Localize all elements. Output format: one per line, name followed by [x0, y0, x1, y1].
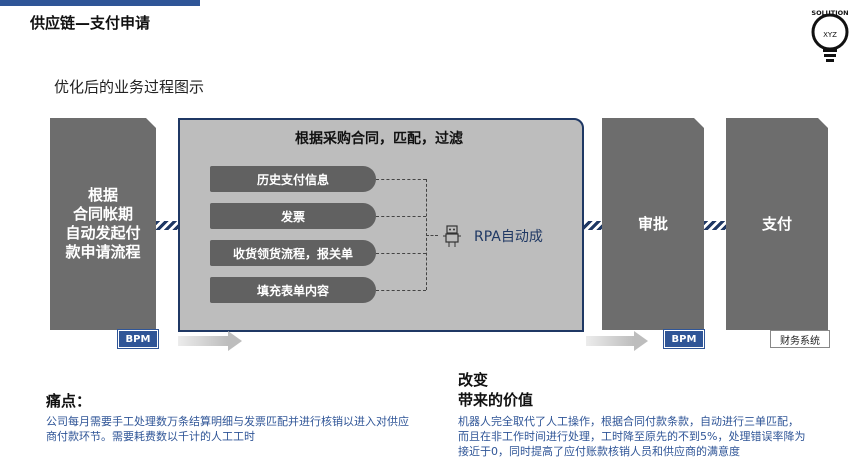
data-item-fill-form: 填充表单内容 [210, 277, 376, 303]
value-title-line: 带来的价值 [458, 391, 534, 409]
dashed-connector [376, 290, 426, 291]
finance-system-tag: 财务系统 [770, 330, 830, 348]
diagram-subtitle: 优化后的业务过程图示 [54, 78, 205, 96]
svg-text:SOLUTION: SOLUTION [811, 9, 848, 17]
value-title-line: 改变 [458, 371, 489, 389]
auto-payment-request-panel: 根据 合同帐期 自动发起付 款申请流程 [50, 118, 156, 330]
approval-label: 审批 [637, 214, 668, 233]
value-title: 改变 带来的价值 [458, 370, 533, 410]
connector-hatch [704, 221, 726, 230]
payment-panel: 支付 [726, 118, 828, 330]
data-item-payment-history: 历史支付信息 [210, 166, 376, 192]
connector-hatch [156, 221, 178, 230]
dashed-connector [426, 179, 427, 290]
flow-arrow-head [228, 331, 242, 351]
bpm-tag: BPM [664, 330, 704, 348]
robot-icon [440, 224, 464, 248]
title-accent-bar [0, 0, 200, 6]
flow-arrow-body [178, 336, 228, 346]
dashed-connector [376, 253, 426, 254]
panel-line: 合同帐期 [72, 205, 133, 223]
panel-line: 根据 [87, 186, 118, 204]
dashed-connector [376, 216, 426, 217]
bpm-tag: BPM [118, 330, 158, 348]
corner-fold [694, 118, 704, 128]
data-item-receipt-customs: 收货领货流程，报关单 [210, 240, 376, 266]
svg-text:XYZ: XYZ [823, 31, 837, 39]
corner-fold [818, 118, 828, 128]
connector-hatch [580, 221, 602, 230]
page-title: 供应链—支付申请 [30, 14, 151, 32]
data-item-invoice: 发票 [210, 203, 376, 229]
payment-label: 支付 [761, 214, 792, 233]
solution-bulb-logo: XYZ SOLUTION [806, 6, 854, 66]
value-text: 机器人完全取代了人工操作，根据合同付款条款，自动进行三单匹配，而且在非工作时间进… [458, 415, 806, 458]
approval-panel: 审批 [602, 118, 704, 330]
rpa-automation-label: RPA自动成 [474, 229, 543, 245]
corner-fold [146, 118, 156, 128]
panel-line: 自动发起付 [65, 224, 141, 242]
dashed-connector [376, 179, 426, 180]
flow-arrow-head [634, 331, 648, 351]
pain-point-title: 痛点： [46, 392, 92, 410]
dashed-connector [426, 235, 438, 236]
panel-line: 款申请流程 [65, 243, 141, 261]
center-panel-title: 根据采购合同，匹配，过滤 [295, 131, 463, 147]
flow-arrow-body [586, 336, 634, 346]
pain-point-text: 公司每月需要手工处理数万条结算明细与发票匹配并进行核销以进入对供应商付款环节。需… [46, 415, 409, 443]
